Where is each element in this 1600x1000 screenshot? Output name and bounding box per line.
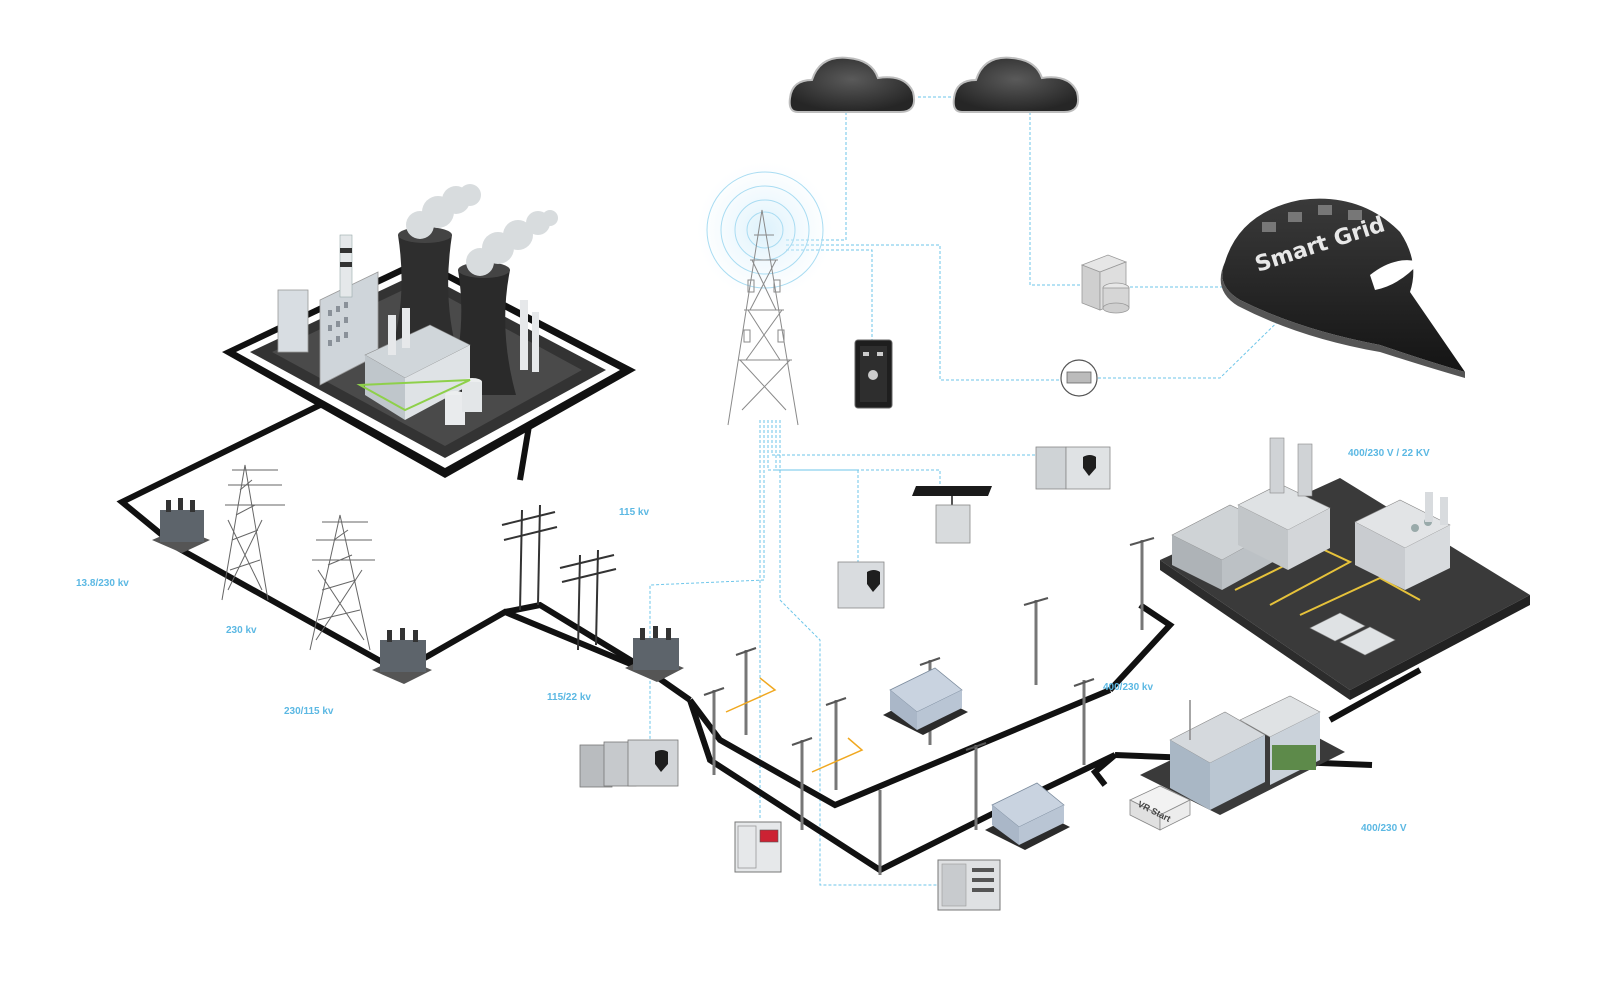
steam-cloud-1 [406,184,481,239]
pole-115-2 [559,549,617,651]
transformer-substation-230-115 [372,628,432,684]
pad-substation-1 [883,667,968,735]
commercial-complex: VR Start [1129,695,1345,831]
label-115-22kv: 115/22 kv [547,692,591,703]
label-230kv: 230 kv [226,625,257,636]
plant-windows [328,302,348,346]
communication-links [649,96,1301,886]
control-cabinet [734,821,782,873]
label-generation-step-up: 13.8/230 kv [76,578,129,589]
distribution-cabinet [937,859,1001,911]
meter-bank [579,739,679,788]
local-wires [725,677,864,773]
cloud-2 [952,56,1080,113]
smart-grid-logo: Smart Grid [1220,198,1465,378]
smart-meter [837,561,885,609]
pole-crossarms [703,537,1155,751]
meter-pair [1035,446,1111,490]
label-115kv: 115 kv [619,507,649,518]
transmission-tower-1 [221,464,285,601]
steam-cloud-2 [466,210,558,276]
transformer-substation-115-22 [625,626,684,682]
server-database [1080,254,1130,314]
mobile-device [854,339,893,409]
transformer-generation [152,498,210,553]
telecom-tower [727,209,799,426]
pad-substation-2 [985,782,1070,850]
label-230-115kv: 230/115 kv [284,706,334,717]
voltage-labels: 13.8/230 kv 230 kv 230/115 kv 115 kv 115… [76,448,1430,834]
industrial-complex [1160,437,1530,700]
gateway-device [1060,359,1098,397]
label-commercial-voltage: 400/230 V [1361,823,1407,834]
transmission-tower-2 [309,514,375,651]
cloud-1 [788,56,916,113]
pole-115-1 [501,504,558,611]
delivery-van: VR Start [1129,785,1191,831]
label-industrial-voltage: 400/230 V / 22 KV [1348,448,1430,459]
label-400-230kv: 400/230 kv [1103,682,1153,693]
power-plant [222,184,636,478]
solar-sensor-unit [912,486,992,544]
